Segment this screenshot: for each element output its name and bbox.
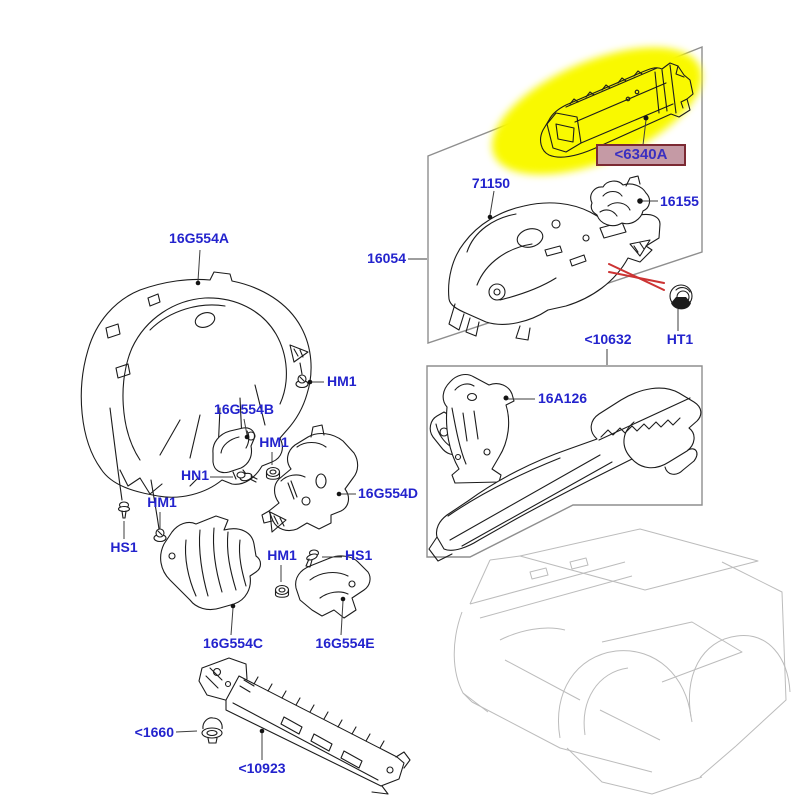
part-label-16g554b[interactable]: 16G554B <box>214 401 274 417</box>
clip-drawing <box>201 717 223 744</box>
part-label-16054[interactable]: 16054 <box>367 250 406 266</box>
crossmember-drawing <box>198 657 411 795</box>
bolt-hs1-2 <box>305 549 320 568</box>
part-label-16g554d[interactable]: 16G554D <box>358 485 418 501</box>
wheelhouse-panel-drawing <box>448 202 661 341</box>
part-label-hm1-1[interactable]: HM1 <box>327 373 357 389</box>
nut-hm1-2 <box>265 466 281 480</box>
part-label-hm1-3[interactable]: HM1 <box>147 494 177 510</box>
part-label-16a126[interactable]: 16A126 <box>538 390 588 406</box>
part-label-16g554a[interactable]: 16G554A <box>169 230 229 246</box>
red-position-marks <box>608 263 665 291</box>
chassis-ghost-illustration <box>453 528 791 795</box>
liner-d-drawing <box>261 424 359 533</box>
plug-ht1-drawing <box>669 284 693 310</box>
screw-hm1-1 <box>295 374 309 389</box>
liner-c-drawing <box>160 515 262 611</box>
frame-rail-drawing <box>428 387 702 562</box>
liner-e-drawing <box>295 555 371 619</box>
nut-hm1-4 <box>274 584 290 598</box>
part-label-hm1-4[interactable]: HM1 <box>267 547 297 563</box>
rail-assembly-box <box>426 365 703 558</box>
part-label-hn1[interactable]: HN1 <box>180 467 209 483</box>
part-label-hs1-2[interactable]: HS1 <box>345 547 373 563</box>
screw-hm1-3 <box>153 528 167 543</box>
bolt-hn1 <box>236 471 258 483</box>
part-label-1660[interactable]: <1660 <box>134 724 174 740</box>
apron-panel-drawing <box>540 62 694 158</box>
part-label-10632[interactable]: <10632 <box>584 331 632 347</box>
part-label-hm1-2[interactable]: HM1 <box>259 434 289 450</box>
part-label-16g554e[interactable]: 16G554E <box>315 635 375 651</box>
rail-bracket-16a126-drawing <box>429 373 515 484</box>
part-label-16155[interactable]: 16155 <box>660 193 699 209</box>
part-label-hs1-1[interactable]: HS1 <box>110 539 138 555</box>
screw-hs1-1 <box>117 501 131 519</box>
selection-highlight <box>492 47 702 175</box>
part-label-ht1[interactable]: HT1 <box>666 331 694 347</box>
liner-b-drawing <box>212 427 256 480</box>
part-label-6340a-selected[interactable]: <6340A <box>596 144 686 166</box>
leader-lines <box>123 115 679 760</box>
part-label-16g554c[interactable]: 16G554C <box>203 635 263 651</box>
part-label-10923[interactable]: <10923 <box>238 760 286 776</box>
part-label-71150[interactable]: 71150 <box>471 175 511 191</box>
bracket-16155-drawing <box>590 175 651 227</box>
